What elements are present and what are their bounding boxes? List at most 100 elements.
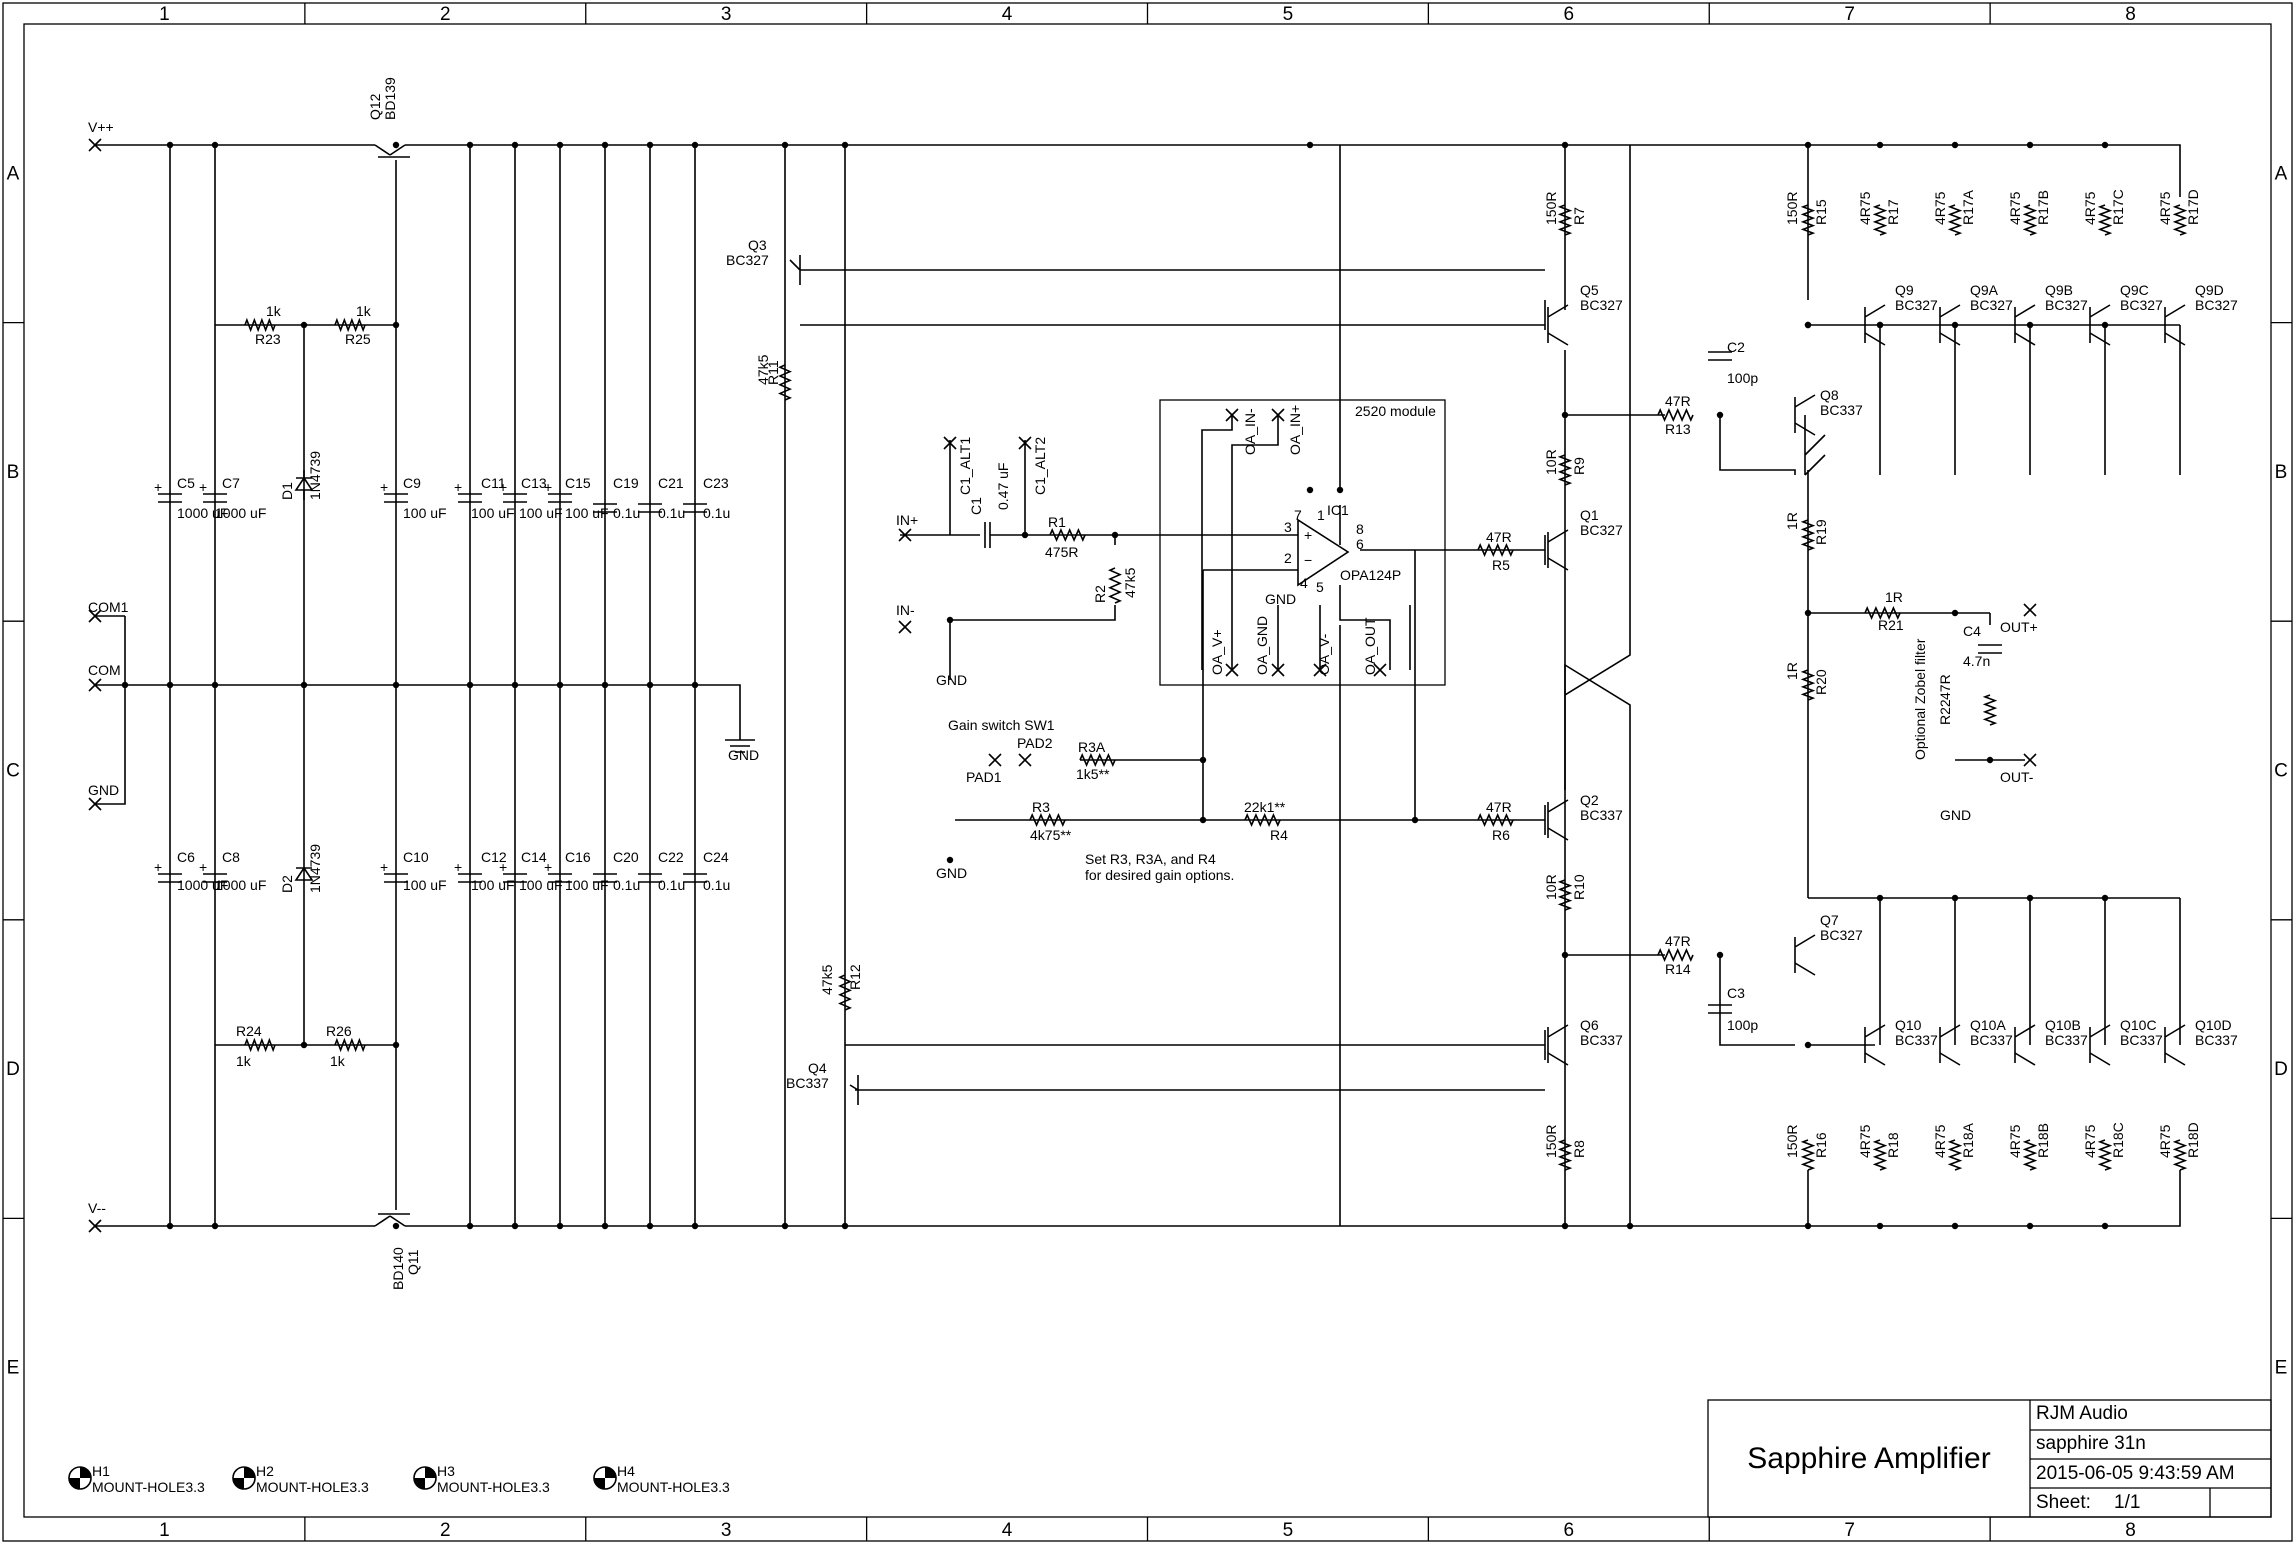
label-r4v: 22k1** xyxy=(1244,799,1286,815)
opamp-ic1 xyxy=(1297,518,1350,587)
net-terminal-x xyxy=(898,528,912,542)
capacitor xyxy=(593,873,617,883)
junction-dot xyxy=(2026,894,2034,902)
label-r25: R25 xyxy=(345,331,371,347)
zener-diode-d2 xyxy=(294,866,314,881)
resistor xyxy=(1477,543,1514,557)
label-r19: R19 xyxy=(1813,519,1829,545)
junction-dot xyxy=(1561,411,1569,419)
label-q6: Q6 xyxy=(1580,1017,1599,1033)
label-c3v: 100p xyxy=(1727,1017,1758,1033)
transistor xyxy=(1864,304,1886,346)
net-terminal-x xyxy=(1018,436,1032,450)
label-q7: Q7 xyxy=(1820,912,1839,928)
junction-dot xyxy=(1876,321,1884,329)
resistor xyxy=(2022,204,2038,236)
junction-dot xyxy=(121,681,129,689)
label-r17av: 4R75 xyxy=(1932,191,1948,225)
junction-dot xyxy=(392,1222,400,1230)
label-c19v: 0.1u xyxy=(613,505,640,521)
label-c21v: 0.1u xyxy=(658,505,685,521)
label-q1v: BC327 xyxy=(1580,522,1623,538)
junction-dot xyxy=(1111,531,1119,539)
label-c16: C16 xyxy=(565,849,591,865)
label-c13: C13 xyxy=(521,475,547,491)
column-marker: 3 xyxy=(721,1520,732,1541)
transistor xyxy=(1939,304,1961,346)
transistor xyxy=(2164,304,2186,346)
label-q9bv: BC327 xyxy=(2045,297,2088,313)
capacitor xyxy=(1708,1004,1732,1014)
mount-hole-fill xyxy=(233,1467,255,1489)
resistor xyxy=(1557,204,1573,236)
label-gnd1: GND xyxy=(728,747,759,763)
label-c19: C19 xyxy=(613,475,639,491)
column-marker: 1 xyxy=(159,1520,170,1541)
label-r22: R22 xyxy=(1937,699,1953,725)
junction-dot xyxy=(1716,951,1724,959)
label-vmm: V-- xyxy=(88,1200,106,1216)
polarity-mark: + xyxy=(380,479,388,495)
capacitor xyxy=(683,873,707,883)
label-q10av: BC337 xyxy=(1970,1032,2013,1048)
junction-dot xyxy=(781,1222,789,1230)
row-marker: C xyxy=(6,761,20,782)
schematic-title: Sapphire Amplifier xyxy=(1747,1442,1990,1475)
label-q11v: BD140 xyxy=(390,1247,406,1290)
label-c12: C12 xyxy=(481,849,507,865)
label-c1: C1 xyxy=(968,497,984,515)
label-pad2: PAD2 xyxy=(1017,735,1053,751)
junction-dot xyxy=(392,141,400,149)
label-r26: R26 xyxy=(326,1023,352,1039)
label-q10b: Q10B xyxy=(2045,1017,2081,1033)
junction-dot xyxy=(691,681,699,689)
label-c20v: 0.1u xyxy=(613,877,640,893)
resistor xyxy=(1800,519,1816,551)
date-stamp: 2015-06-05 9:43:59 AM xyxy=(2036,1463,2235,1484)
column-marker: 6 xyxy=(1564,4,1575,25)
label-r15v: 150R xyxy=(1784,192,1800,225)
circuit-wiring xyxy=(95,144,2181,1227)
label-q4v: BC337 xyxy=(786,1075,829,1091)
junction-dot xyxy=(1306,486,1314,494)
junction-dot xyxy=(2101,321,2109,329)
label-h3v: MOUNT-HOLE3.3 xyxy=(437,1479,550,1495)
polarity-mark: + xyxy=(380,859,388,875)
resistor xyxy=(2172,1139,2188,1171)
label-q9c: Q9C xyxy=(2120,282,2149,298)
label-vpp: V++ xyxy=(88,119,114,135)
label-c9v: 100 uF xyxy=(403,505,447,521)
gain-note-line1: Set R3, R3A, and R4 xyxy=(1085,851,1216,867)
transistor xyxy=(1547,1024,1569,1066)
label-d2v: 1N4739 xyxy=(307,844,323,893)
resistor xyxy=(1079,753,1116,767)
junction-dot xyxy=(646,141,654,149)
label-r12v: 47k5 xyxy=(819,964,835,995)
label-r14v: 47R xyxy=(1665,933,1691,949)
label-r6v: 47R xyxy=(1486,799,1512,815)
label-oagnd: OA_GND xyxy=(1254,616,1270,675)
label-r14: R14 xyxy=(1665,961,1691,977)
junction-dot xyxy=(392,1041,400,1049)
label-q10dv: BC337 xyxy=(2195,1032,2238,1048)
label-q10c: Q10C xyxy=(2120,1017,2157,1033)
polarity-mark: + xyxy=(154,479,162,495)
label-p3: 3 xyxy=(1284,519,1292,535)
junction-dot xyxy=(2101,141,2109,149)
capacitor-c1 xyxy=(984,522,991,548)
label-oain+: OA_IN+ xyxy=(1287,405,1303,455)
label-c2: C2 xyxy=(1727,339,1745,355)
label-inp: IN+ xyxy=(896,512,918,528)
label-c14v: 100 uF xyxy=(519,877,563,893)
transistor xyxy=(2014,1024,2036,1066)
column-marker: 4 xyxy=(1002,4,1013,25)
label-r21: R21 xyxy=(1878,617,1904,633)
net-terminal-x xyxy=(1018,753,1032,767)
label-r17d: R17D xyxy=(2185,189,2201,225)
junction-dot xyxy=(166,681,174,689)
capacitor xyxy=(683,503,707,513)
transistor xyxy=(2089,304,2111,346)
label-r8v: 150R xyxy=(1543,1125,1559,1158)
